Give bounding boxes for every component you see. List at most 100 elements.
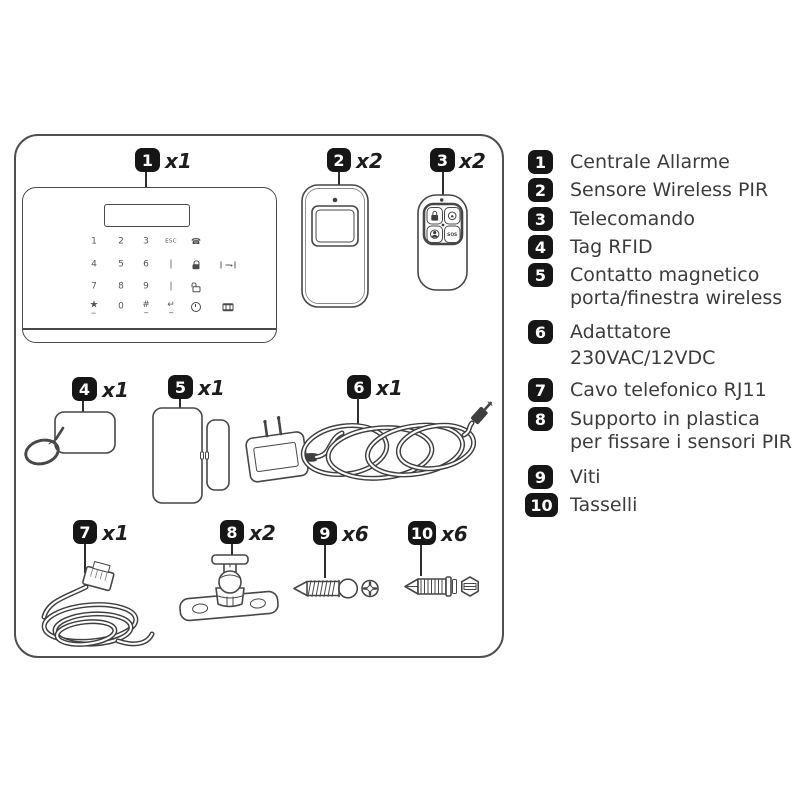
screw-head xyxy=(337,578,359,599)
bracket-tbar xyxy=(211,554,249,565)
item-badge-10: 10 xyxy=(408,521,436,545)
key-4: 4 xyxy=(91,259,97,270)
legend-label-8-line2: per fissare i sensori PIR xyxy=(570,431,792,453)
connector-line-5 xyxy=(179,399,181,409)
legend-label-2: Sensore Wireless PIR xyxy=(570,179,769,201)
key-1: 1 xyxy=(91,236,97,247)
legend-badge-5: 5 xyxy=(528,263,553,287)
key-7: 7 xyxy=(91,281,97,292)
connector-line-7 xyxy=(84,544,86,573)
legend-label-5-line2: porta/finestra wireless xyxy=(570,287,783,309)
legend-badge-1: 1 xyxy=(528,150,553,174)
item-count-2: x2 xyxy=(356,149,383,173)
tag-keyring xyxy=(24,438,60,466)
contact-magnet xyxy=(206,419,230,491)
item-badge-6: 6 xyxy=(347,375,371,399)
adapter-plug xyxy=(245,416,309,483)
key-3: 3 xyxy=(143,236,149,247)
item-count-6: x1 xyxy=(376,376,403,400)
legend-label-6: Adattatore xyxy=(570,321,672,343)
connector-line-2 xyxy=(338,172,340,185)
remote-person-icon xyxy=(430,229,440,239)
item-count-8: x2 xyxy=(249,521,276,545)
item-badge-3: 3 xyxy=(430,148,455,172)
rfid-tag-illustration xyxy=(24,411,116,466)
key-star: ★ xyxy=(90,300,98,314)
key-5: 5 xyxy=(118,259,124,270)
legend-badge-2: 2 xyxy=(528,178,553,202)
battery-icon xyxy=(222,303,234,311)
phone-icon: ☎ xyxy=(191,237,201,246)
contact-sensor-body xyxy=(152,407,203,504)
wall-anchor-illustration xyxy=(404,576,479,597)
item-badge-2: 2 xyxy=(327,148,351,172)
key-esc: ESC xyxy=(165,238,177,245)
connector-line-6 xyxy=(357,398,359,428)
connector-line-1 xyxy=(145,172,147,187)
legend-label-4: Tag RFID xyxy=(570,236,653,258)
power-adapter-illustration xyxy=(245,401,493,483)
panel-display xyxy=(104,204,190,227)
connector-line-8 xyxy=(231,544,233,558)
key-up: | xyxy=(169,259,173,270)
key-8: 8 xyxy=(118,281,124,292)
legend-badge-10: 10 xyxy=(525,493,558,517)
alarm-panel-illustration: 1 2 3 ESC ☎ 4 5 6 | 7 8 9 | ★ 0 # ↵ xyxy=(22,187,277,343)
arm-icon xyxy=(220,261,236,269)
legend-badge-7: 7 xyxy=(528,378,553,402)
pir-sensor-illustration xyxy=(301,184,369,308)
anchor-end-view xyxy=(460,576,479,597)
legend-label-1: Centrale Allarme xyxy=(570,151,730,173)
screw-tip xyxy=(293,580,308,597)
legend-label-5-line1: Contatto magnetico xyxy=(570,264,760,286)
item-count-7: x1 xyxy=(102,521,129,545)
key-down: | xyxy=(169,281,173,292)
bracket-ball xyxy=(218,570,242,594)
item-badge-1: 1 xyxy=(135,148,160,172)
legend-label-8: Supporto in plastica per fissare i senso… xyxy=(570,408,792,454)
item-badge-9: 9 xyxy=(313,521,337,545)
pir-led xyxy=(332,197,338,203)
legend-label-9: Viti xyxy=(570,466,601,488)
item-badge-4: 4 xyxy=(72,377,97,401)
unlock-icon xyxy=(191,282,200,293)
legend-label-5: Contatto magnetico porta/finestra wirele… xyxy=(570,264,782,310)
tag-card xyxy=(54,411,116,454)
bracket-illustration xyxy=(179,554,279,622)
item-count-9: x6 xyxy=(342,522,369,546)
clock-icon xyxy=(191,302,201,312)
connector-line-3 xyxy=(442,172,444,195)
legend-badge-3: 3 xyxy=(528,207,553,231)
item-count-4: x1 xyxy=(102,378,129,402)
connector-line-10 xyxy=(420,545,422,576)
remote-bell-icon xyxy=(447,211,457,221)
key-9: 9 xyxy=(143,281,149,292)
item-count-10: x6 xyxy=(441,522,468,546)
legend-badge-8: 8 xyxy=(528,407,553,431)
anchor-collar xyxy=(445,576,452,597)
item-count-5: x1 xyxy=(198,376,225,400)
legend-label-3: Telecomando xyxy=(570,208,695,230)
item-badge-5: 5 xyxy=(168,375,193,399)
remote-lock-icon xyxy=(431,210,439,221)
phillips-head-view xyxy=(361,579,379,598)
legend-label-8-line1: Supporto in plastica xyxy=(570,408,760,430)
lock-icon xyxy=(192,260,200,270)
adapter-jack xyxy=(471,401,493,424)
legend-badge-9: 9 xyxy=(528,465,553,489)
screw-illustration xyxy=(293,578,379,599)
key-enter: ↵ xyxy=(167,301,175,313)
remote-sos-label: SOS xyxy=(447,232,457,238)
rj11-cable-illustration xyxy=(41,560,155,647)
item-count-1: x1 xyxy=(165,149,192,173)
magnetic-contact-illustration xyxy=(152,407,230,504)
item-badge-8: 8 xyxy=(220,520,244,544)
bracket-cup xyxy=(215,587,245,608)
key-2: 2 xyxy=(118,236,124,247)
remote-control-illustration: SOS xyxy=(417,194,468,291)
key-hash: # xyxy=(142,301,150,313)
key-6: 6 xyxy=(143,259,149,270)
item-badge-7: 7 xyxy=(73,520,97,544)
pir-lens xyxy=(311,205,359,247)
